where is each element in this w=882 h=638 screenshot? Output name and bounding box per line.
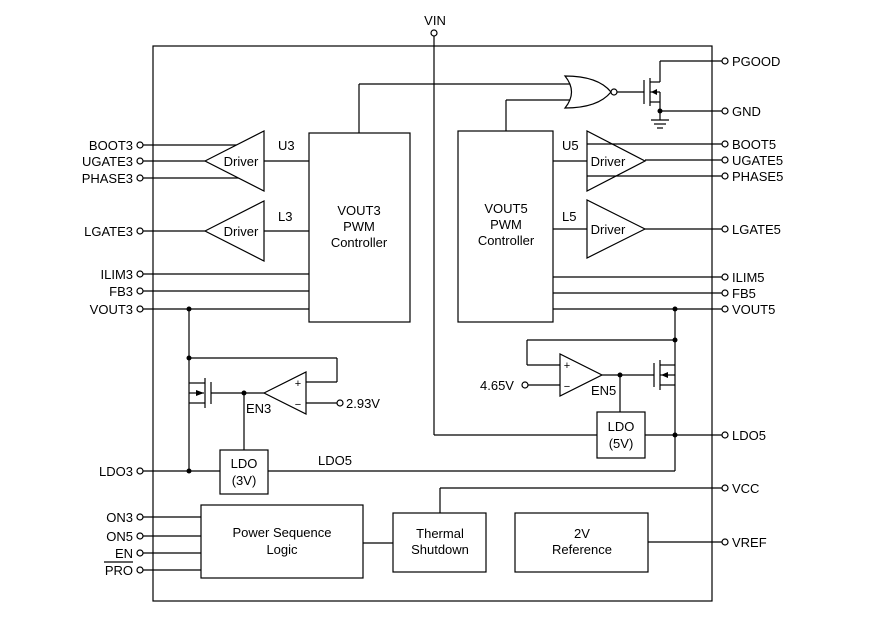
thermal-line1: Thermal	[416, 526, 464, 541]
power-seq-line1: Power Sequence	[232, 525, 331, 540]
ldo5-line1: LDO	[608, 419, 635, 434]
power-sequence-logic	[200, 504, 364, 579]
pin-fb3: FB3	[109, 284, 133, 299]
pin-vref: VREF	[732, 535, 767, 550]
driver-ugate3-label: Driver	[224, 154, 259, 169]
pin-pgood: PGOOD	[732, 54, 780, 69]
reference-line1: 2V	[574, 526, 590, 541]
pin-ugate5: UGATE5	[732, 153, 783, 168]
vout5-ctrl-line3: Controller	[478, 233, 535, 248]
pin-pro: PRO	[105, 563, 133, 578]
ldo3-line2: (3V)	[232, 473, 257, 488]
pin-ilim3: ILIM3	[100, 267, 133, 282]
ldo-5v-block	[596, 411, 646, 459]
pin-ldo5: LDO5	[732, 428, 766, 443]
pin-on5: ON5	[106, 529, 133, 544]
pin-fb5: FB5	[732, 286, 756, 301]
pin-vout5: VOUT5	[732, 302, 775, 317]
thermal-shutdown	[392, 512, 487, 573]
ref-4-65v-label: 4.65V	[480, 378, 514, 393]
pin-ldo3: LDO3	[99, 464, 133, 479]
2v-reference	[514, 512, 649, 573]
comparator-en5	[559, 353, 604, 397]
pin-phase5: PHASE5	[732, 169, 783, 184]
driver-ugate5-label: Driver	[591, 154, 626, 169]
l5-label: L5	[562, 209, 576, 224]
pin-en: EN	[115, 546, 133, 561]
pin-lgate3: LGATE3	[84, 224, 133, 239]
pin-vcc: VCC	[732, 481, 759, 496]
power-seq-line2: Logic	[266, 542, 298, 557]
right-pins: PGOOD GND BOOT5 UGATE5 PHASE5 LGATE5 ILI…	[721, 54, 783, 550]
pin-vin-label: VIN	[424, 13, 446, 28]
en5-label: EN5	[591, 383, 616, 398]
vout5-pwm-controller	[457, 130, 554, 323]
ldo5-line2: (5V)	[609, 436, 634, 451]
pin-phase3: PHASE3	[82, 171, 133, 186]
en3-label: EN3	[246, 401, 271, 416]
l3-label: L3	[278, 209, 292, 224]
vout3-ctrl-line3: Controller	[331, 235, 388, 250]
pin-boot3: BOOT3	[89, 138, 133, 153]
ldo5-net-label: LDO5	[318, 453, 352, 468]
vout5-ctrl-line1: VOUT5	[484, 201, 527, 216]
u3-label: U3	[278, 138, 295, 153]
pin-vin	[430, 29, 438, 37]
ldo3-line1: LDO	[231, 456, 258, 471]
svg-text:+: +	[564, 360, 570, 372]
svg-text:−: −	[564, 381, 570, 393]
pin-boot5: BOOT5	[732, 137, 776, 152]
ref-2-93v-label: 2.93V	[346, 396, 380, 411]
reference-line2: Reference	[552, 542, 612, 557]
u5-label: U5	[562, 138, 579, 153]
thermal-line2: Shutdown	[411, 542, 469, 557]
pin-ilim5: ILIM5	[732, 270, 765, 285]
vout3-ctrl-line1: VOUT3	[337, 203, 380, 218]
driver-lgate5	[586, 199, 647, 259]
driver-lgate5-label: Driver	[591, 222, 626, 237]
pin-lgate5: LGATE5	[732, 222, 781, 237]
comparator-en3	[262, 371, 307, 415]
svg-text:+: +	[295, 378, 301, 390]
pin-vout3: VOUT3	[90, 302, 133, 317]
ldo-3v-block	[219, 449, 269, 495]
pin-gnd: GND	[732, 104, 761, 119]
vout5-ctrl-line2: PWM	[490, 217, 522, 232]
vout3-ctrl-line2: PWM	[343, 219, 375, 234]
svg-text:−: −	[295, 399, 301, 411]
driver-lgate3-label: Driver	[224, 224, 259, 239]
left-pins: BOOT3 UGATE3 PHASE3 LGATE3 ILIM3 FB3 VOU…	[82, 138, 144, 578]
nor-gate	[563, 75, 612, 109]
pin-on3: ON3	[106, 510, 133, 525]
pin-ugate3: UGATE3	[82, 154, 133, 169]
